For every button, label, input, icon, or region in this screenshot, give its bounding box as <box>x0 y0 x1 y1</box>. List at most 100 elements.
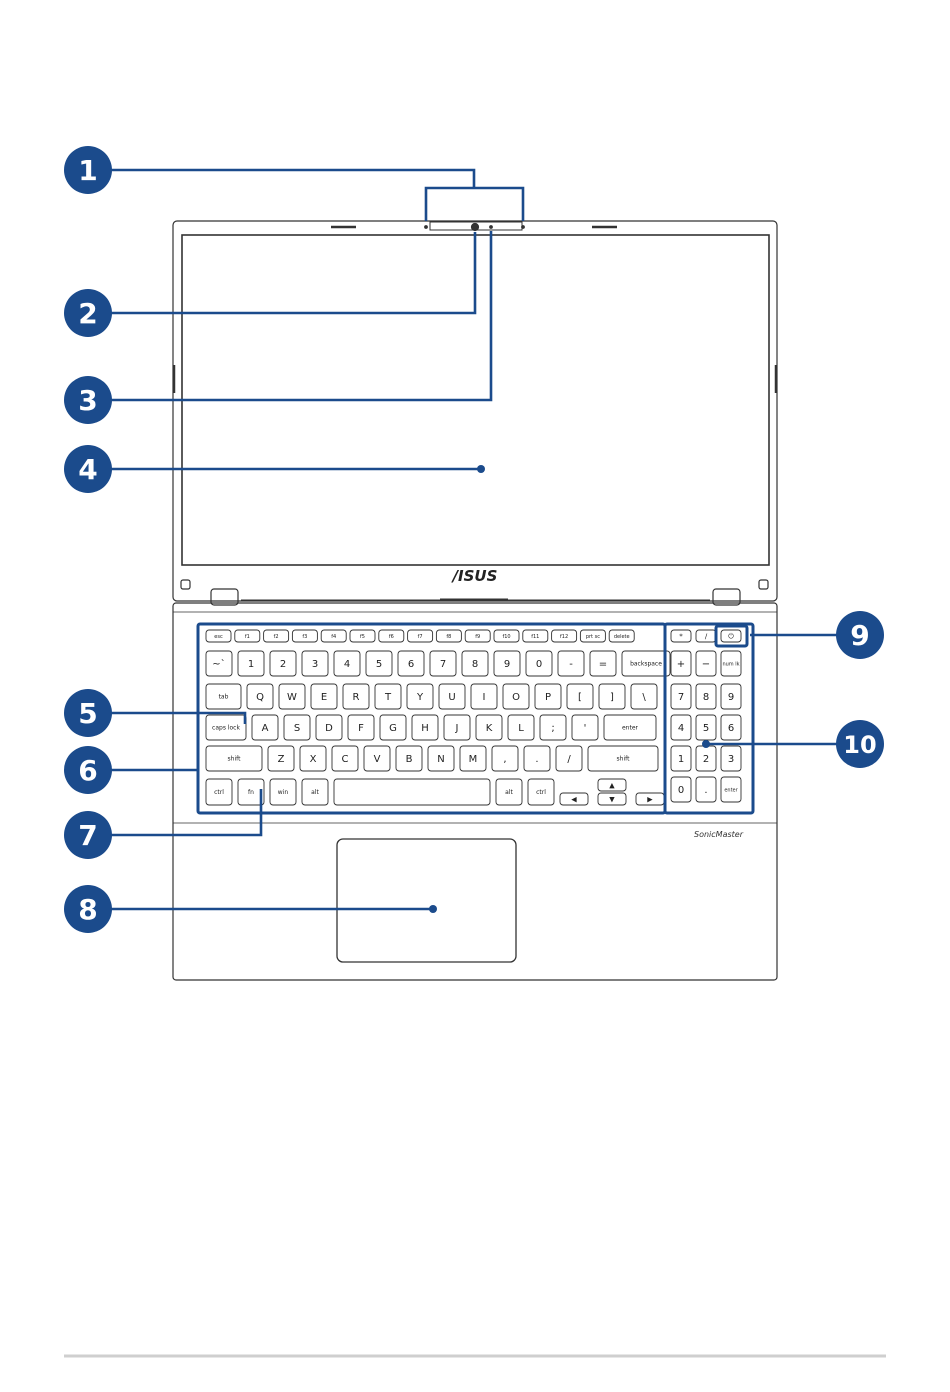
key-fn-row-0-label: esc <box>214 634 223 640</box>
key-q-row-2-label: W <box>287 692 297 703</box>
key-z-row-1 <box>267 745 295 772</box>
key-a-row-10-label: ; <box>551 723 554 734</box>
callout-6-label: 6 <box>78 754 97 787</box>
key-z-row-2-label: X <box>310 754 317 765</box>
leader-3 <box>110 231 493 402</box>
leader-2 <box>110 232 477 315</box>
key-num-row-5 <box>365 650 393 677</box>
power-button-highlight <box>714 624 749 648</box>
key-z-row-11 <box>587 745 659 772</box>
key-q-row-10 <box>534 683 562 710</box>
key-z-row-5-label: B <box>406 754 413 765</box>
key-numpad-top-2-label: ⏻ <box>728 632 734 640</box>
key-num-row-7 <box>429 650 457 677</box>
key-z-row-6-label: N <box>437 754 444 765</box>
callout-6: 6 <box>64 746 112 794</box>
leader-1-bracket <box>424 186 525 221</box>
key-z-row-10 <box>555 745 583 772</box>
key-q-row-8 <box>470 683 498 710</box>
key-numpad-3-2-label: enter <box>724 787 738 793</box>
key-q-row-7 <box>438 683 466 710</box>
key-arrow-left-label: ◀ <box>571 795 577 803</box>
key-fn-row-7 <box>407 629 434 643</box>
leader-dots <box>429 465 710 913</box>
key-numpad-3-1-label: . <box>704 785 707 796</box>
key-q-row-9-label: O <box>512 692 520 703</box>
key-bottom-row-1 <box>237 778 265 806</box>
array-mic-right <box>521 225 525 229</box>
hinge-left <box>210 588 239 606</box>
key-numpad-2-0-label: 1 <box>678 754 684 765</box>
key-num-row-3 <box>301 650 329 677</box>
key-fn-row-0 <box>205 629 232 643</box>
key-num-row-3-label: 3 <box>312 659 318 670</box>
key-q-row-0 <box>205 683 242 710</box>
key-numpad-0-2-label: 9 <box>728 692 734 703</box>
key-bottom-row-3 <box>301 778 329 806</box>
key-num-row-12 <box>589 650 617 677</box>
key-z-row-7-label: M <box>469 754 478 765</box>
key-numpad-1-2 <box>720 714 742 741</box>
key-fn-row-3-label: f3 <box>302 634 307 640</box>
brand-logo: /ISUS <box>451 567 498 585</box>
key-numpad-0-2 <box>720 683 742 710</box>
key-num-row-2-label: 2 <box>280 659 286 670</box>
key-numpad-second-0-label: + <box>677 659 685 670</box>
key-a-row-0-label: caps lock <box>212 725 240 732</box>
key-numpad-0-0 <box>670 683 692 710</box>
key-fn-row-11-label: f11 <box>531 634 539 640</box>
key-bottom-row-1-label: fn <box>248 789 254 796</box>
key-a-row-7-label: J <box>455 723 459 734</box>
leader-1 <box>110 168 476 188</box>
camera-indicator <box>489 225 493 229</box>
key-q-row-12 <box>598 683 626 710</box>
key-fn-row-4-label: f4 <box>331 634 336 640</box>
key-q-row-3 <box>310 683 338 710</box>
key-q-row-5-label: T <box>384 692 392 703</box>
callout-9-label: 9 <box>850 619 869 652</box>
key-numpad-2-2 <box>720 745 742 772</box>
key-fn-row-1-label: f1 <box>245 634 250 640</box>
key-numpad-1-1-label: 5 <box>703 723 709 734</box>
key-bottom-row-2 <box>269 778 297 806</box>
key-q-row-6 <box>406 683 434 710</box>
key-z-row-4-label: V <box>374 754 381 765</box>
key-z-row-6 <box>427 745 455 772</box>
hinge-right <box>712 588 741 606</box>
key-q-row-8-label: I <box>483 692 486 703</box>
key-arrow-down-label: ▼ <box>609 795 615 803</box>
key-q-row-9 <box>502 683 530 710</box>
callout-7: 7 <box>64 811 112 859</box>
key-fn-row-4 <box>320 629 347 643</box>
key-z-row-11-label: shift <box>617 756 631 763</box>
sonicmaster-badge: SonicMaster <box>694 830 744 839</box>
key-fn-row-6 <box>378 629 405 643</box>
touchpad <box>336 838 517 963</box>
key-num-row-0 <box>205 650 233 677</box>
key-fn-row-8 <box>435 629 462 643</box>
callout-10: 10 <box>836 720 884 768</box>
key-arrow-down <box>597 792 627 806</box>
key-q-row-12-label: ] <box>610 692 614 703</box>
key-z-row-9-label: . <box>535 754 538 765</box>
leader-dot-4 <box>477 465 485 473</box>
key-a-row-2 <box>283 714 311 741</box>
key-num-row-13-label: backspace <box>630 661 662 668</box>
key-fn-row-10-label: f10 <box>502 634 510 640</box>
key-num-row-10 <box>525 650 553 677</box>
key-z-row-8 <box>491 745 519 772</box>
key-bottom-row-4 <box>333 778 491 806</box>
key-a-row-10 <box>539 714 567 741</box>
key-a-row-2-label: S <box>294 723 300 734</box>
key-num-row-0-label: ~` <box>212 658 225 670</box>
key-num-row-8-label: 8 <box>472 659 478 670</box>
key-numpad-second-0 <box>670 650 692 677</box>
key-num-row-11 <box>557 650 585 677</box>
key-numpad-3-2 <box>720 776 742 803</box>
key-numpad-3-1 <box>695 776 717 803</box>
key-numpad-top-1-label: / <box>705 632 708 640</box>
key-fn-row-2-label: f2 <box>274 634 279 640</box>
key-numpad-second-1 <box>695 650 717 677</box>
